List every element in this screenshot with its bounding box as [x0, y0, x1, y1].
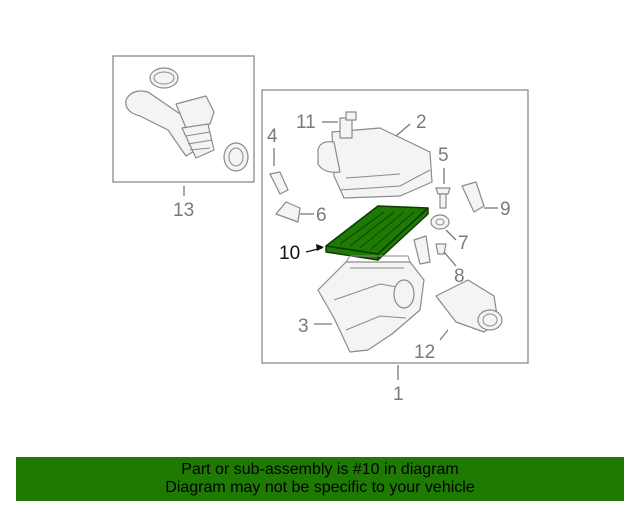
callout-7: 7 — [458, 233, 469, 254]
callout-9: 9 — [500, 199, 511, 220]
leader-7 — [445, 229, 457, 241]
part-10-air-filter[interactable] — [325, 205, 429, 261]
part-8-clip[interactable] — [413, 235, 447, 265]
callout-8: 8 — [454, 266, 465, 287]
arrowhead-10 — [316, 244, 324, 251]
parts-diagram: 13 2 11 4 6 5 9 7 — [112, 55, 529, 405]
part-9-bracket[interactable] — [461, 181, 485, 213]
callout-6: 6 — [316, 205, 327, 226]
banner-line-2: Diagram may not be specific to your vehi… — [165, 479, 475, 496]
callout-2: 2 — [416, 112, 427, 133]
assembly-box — [261, 89, 529, 364]
part-4-hose-fitting[interactable] — [269, 171, 289, 195]
leader-12 — [439, 329, 449, 341]
leader-8 — [443, 251, 457, 267]
callout-10: 10 — [279, 243, 300, 264]
part-13-intake-hose[interactable] — [125, 67, 249, 172]
callout-13: 13 — [173, 200, 194, 221]
info-banner: Part or sub-assembly is #10 in diagram D… — [16, 457, 624, 501]
part-5-bolt[interactable] — [435, 187, 451, 209]
callout-11: 11 — [296, 112, 316, 133]
callout-5: 5 — [438, 145, 449, 166]
inset-box-13 — [112, 55, 255, 183]
part-3-air-cleaner-case[interactable] — [317, 255, 425, 353]
callout-1: 1 — [393, 384, 404, 405]
part-6-seal[interactable] — [275, 201, 301, 223]
part-11-sensor[interactable] — [339, 111, 357, 139]
part-7-grommet[interactable] — [430, 214, 450, 230]
leader-2 — [395, 123, 411, 137]
part-2-air-cleaner-cover[interactable] — [317, 127, 433, 199]
callout-3: 3 — [298, 316, 309, 337]
callout-12: 12 — [414, 342, 435, 363]
callout-4: 4 — [267, 126, 278, 147]
banner-line-1: Part or sub-assembly is #10 in diagram — [181, 461, 459, 478]
part-12-air-duct[interactable] — [435, 279, 503, 333]
